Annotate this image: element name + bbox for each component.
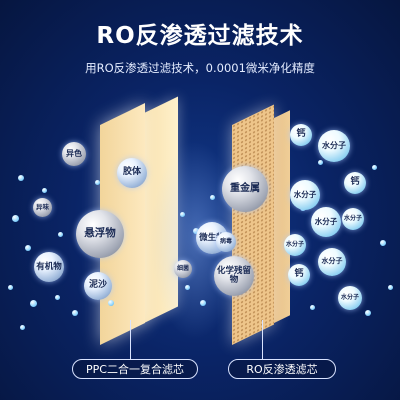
impurity-bubble-organic: 有机物	[34, 252, 64, 282]
impurity-bubble-virus: 病毒	[216, 232, 236, 252]
water-molecule-bubble: 水分子	[338, 286, 362, 310]
impurity-bubble-color: 异色	[62, 142, 86, 166]
ro-label-leader	[262, 320, 263, 359]
water-droplet	[193, 228, 199, 234]
water-droplet	[58, 232, 63, 237]
water-droplet	[185, 285, 190, 290]
water-molecule-bubble: 水分子	[342, 208, 364, 230]
water-droplet	[372, 165, 377, 170]
water-molecule-bubble: 水分子	[311, 207, 341, 237]
water-droplet	[42, 188, 47, 193]
water-droplet	[388, 285, 393, 290]
impurity-bubble-chemical-residue: 化学残留物	[214, 256, 254, 296]
water-droplet	[8, 285, 13, 290]
mineral-bubble-calcium: 钙	[290, 124, 312, 146]
mineral-bubble-calcium: 钙	[344, 172, 366, 194]
impurity-bubble-suspended: 悬浮物	[76, 210, 124, 258]
water-droplet	[18, 175, 24, 181]
water-droplet	[380, 240, 386, 246]
water-molecule-bubble: 水分子	[290, 180, 320, 210]
water-droplet	[55, 295, 60, 300]
mineral-bubble-calcium: 钙	[288, 264, 310, 286]
impurity-bubble-odor: 异味	[33, 198, 52, 217]
ro-filter-label: RO反渗透滤芯	[228, 359, 336, 379]
impurity-bubble-heavy-metal: 重金属	[222, 166, 268, 212]
water-droplet	[200, 300, 206, 306]
water-droplet	[20, 325, 25, 330]
water-droplet	[30, 300, 37, 307]
water-droplet	[72, 310, 78, 316]
water-droplet	[310, 305, 315, 310]
page-title: RO反渗透过滤技术	[96, 23, 304, 49]
water-droplet	[95, 180, 100, 185]
ro-membrane-front-layer	[232, 104, 274, 345]
water-droplet	[210, 195, 215, 200]
water-molecule-bubble: 水分子	[318, 130, 350, 162]
page-subtitle: 用RO反渗透过滤技术，0.0001微米净化精度	[85, 61, 315, 75]
water-droplet	[180, 212, 185, 217]
impurity-bubble-sediment: 泥沙	[84, 272, 112, 300]
water-droplet	[365, 310, 371, 316]
water-droplet	[318, 160, 323, 165]
water-droplet	[108, 300, 114, 306]
water-molecule-bubble: 水分子	[284, 234, 306, 256]
water-droplet	[12, 215, 19, 222]
impurity-bubble-colloid: 胶体	[117, 158, 147, 188]
water-molecule-bubble: 水分子	[318, 248, 346, 276]
water-droplet	[25, 245, 31, 251]
impurity-bubble-bacteria: 细菌	[174, 260, 192, 278]
ppc-label-leader	[130, 320, 131, 359]
ppc-filter-label: PPC二合一复合滤芯	[72, 359, 198, 379]
